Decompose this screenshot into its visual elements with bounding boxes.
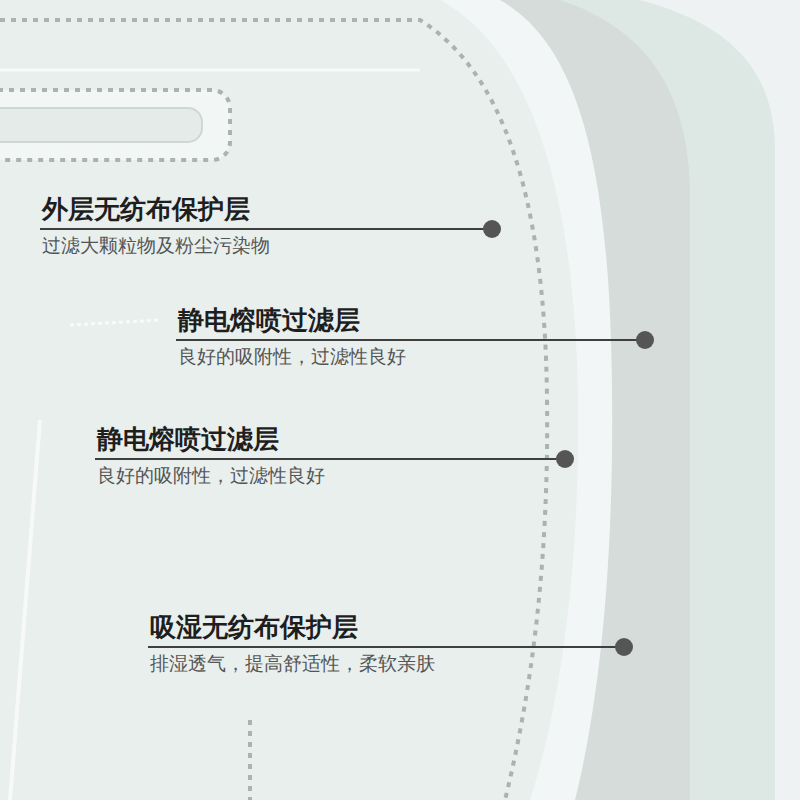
layer-description: 良好的吸附性，过滤性良好 [178, 346, 406, 368]
leader-line [176, 339, 645, 341]
layer-dot [636, 331, 654, 349]
layer-name: 静电熔喷过滤层 [178, 306, 360, 336]
fold [0, 69, 420, 72]
layer-dots [483, 220, 654, 656]
layer-dot [483, 220, 501, 238]
leader-lines [40, 229, 645, 647]
layer-name: 吸湿无纺布保护层 [150, 613, 358, 643]
leader-line [95, 458, 565, 460]
nose-clip [0, 108, 202, 142]
layer-name: 静电熔喷过滤层 [97, 425, 279, 455]
layer-dot [556, 450, 574, 468]
layer-dot [615, 638, 633, 656]
layer-description: 过滤大颗粒物及粉尘污染物 [42, 235, 270, 257]
stitch-line [248, 720, 252, 800]
layer-name: 外层无纺布保护层 [42, 195, 250, 225]
layer-description: 良好的吸附性，过滤性良好 [97, 465, 325, 487]
fold [10, 420, 40, 800]
leader-line [40, 228, 492, 230]
layer-description: 排湿透气，提高舒适性，柔软亲肤 [150, 653, 435, 675]
nose-slot [0, 90, 230, 160]
seam [70, 320, 160, 325]
leader-line [148, 646, 624, 648]
